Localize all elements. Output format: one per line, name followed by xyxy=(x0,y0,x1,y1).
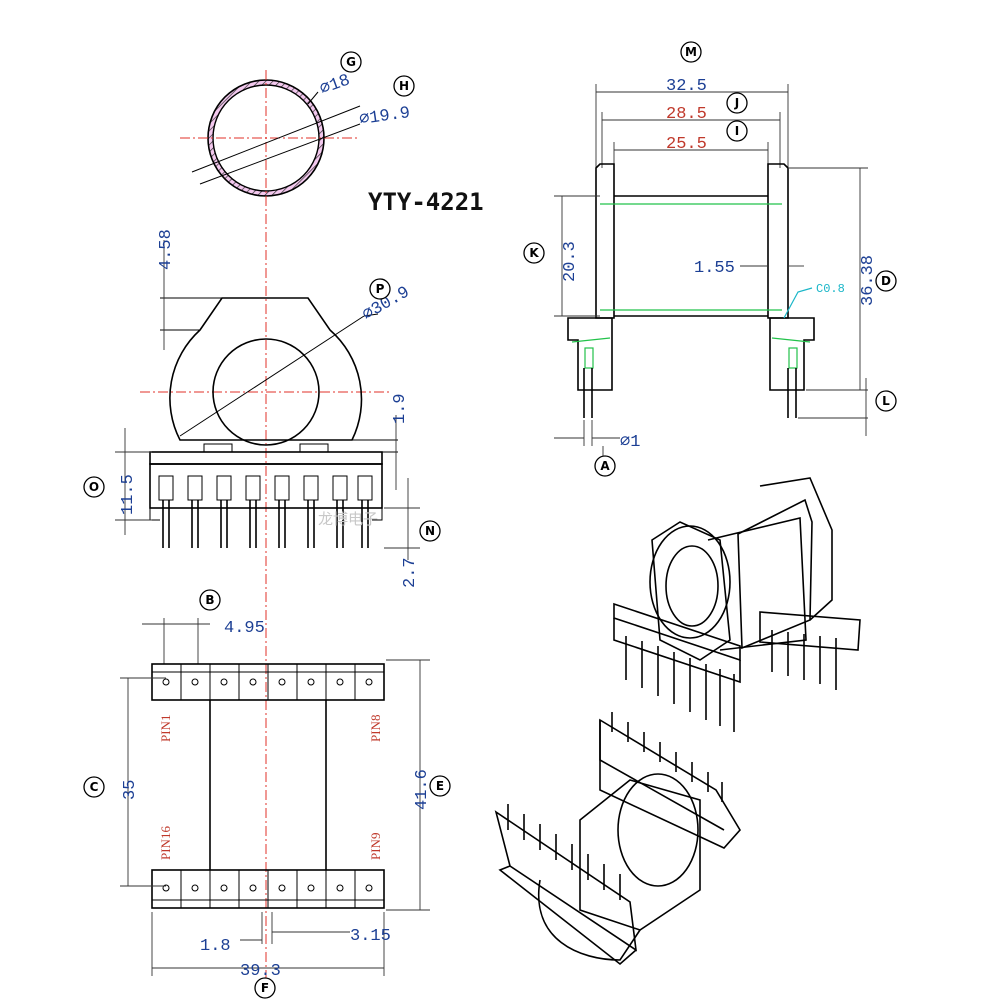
marker-d: D xyxy=(875,270,897,292)
marker-k: K xyxy=(523,242,545,264)
isometric-view-top xyxy=(613,477,861,732)
marker-e: E xyxy=(429,775,451,797)
label-11-5: 11.5 xyxy=(119,474,138,515)
marker-n: N xyxy=(419,520,441,542)
marker-i: I xyxy=(726,120,748,142)
tube-section-view xyxy=(180,70,361,1000)
marker-m: M xyxy=(680,41,702,63)
reference-markers: G H P O N M J I K D L A B C E F xyxy=(83,41,897,999)
svg-text:C: C xyxy=(90,780,99,794)
svg-text:M: M xyxy=(685,45,697,59)
marker-p: P xyxy=(369,278,391,300)
marker-j: J xyxy=(726,92,748,114)
label-2-7: 2.7 xyxy=(401,557,420,588)
svg-text:P: P xyxy=(376,282,385,296)
svg-text:K: K xyxy=(529,246,539,260)
svg-text:D: D xyxy=(881,274,891,288)
label-1-8: 1.8 xyxy=(200,937,231,956)
svg-text:B: B xyxy=(205,593,214,607)
svg-text:H: H xyxy=(399,79,409,93)
marker-l: L xyxy=(875,390,897,412)
label-35: 35 xyxy=(121,780,140,800)
svg-text:A: A xyxy=(600,459,610,473)
front-pin-row xyxy=(158,475,373,548)
marker-b: B xyxy=(199,589,221,611)
svg-text:F: F xyxy=(261,981,269,995)
svg-text:O: O xyxy=(89,480,99,494)
svg-text:G: G xyxy=(346,55,356,69)
svg-text:J: J xyxy=(734,96,739,110)
label-32-5: 32.5 xyxy=(666,77,707,96)
label-c0-8: C0.8 xyxy=(816,282,845,296)
label-36-38: 36.38 xyxy=(859,255,878,306)
svg-text:I: I xyxy=(735,124,739,138)
marker-a: A xyxy=(594,455,616,477)
label-39-3: 39.3 xyxy=(240,962,281,981)
svg-text:E: E xyxy=(436,779,444,793)
marker-g: G xyxy=(340,51,362,73)
label-inner-diameter: ⌀18 xyxy=(318,71,353,99)
marker-o: O xyxy=(83,476,105,498)
top-view xyxy=(120,618,430,976)
marker-c: C xyxy=(83,776,105,798)
front-view xyxy=(115,240,420,560)
svg-text:YTY-4221: YTY-4221 xyxy=(368,188,484,216)
marker-h: H xyxy=(393,75,415,97)
marker-f: F xyxy=(254,977,276,999)
label-3-15: 3.15 xyxy=(350,927,391,946)
label-20-3: 20.3 xyxy=(561,241,580,282)
label-pin8: PIN8 xyxy=(368,715,383,742)
pin-labels: PIN1 PIN8 PIN16 PIN9 xyxy=(158,715,383,860)
label-25-5: 25.5 xyxy=(666,135,707,154)
top-row-pins xyxy=(162,678,373,686)
label-1-9: 1.9 xyxy=(391,393,410,424)
label-4-58: 4.58 xyxy=(157,229,176,270)
svg-text:L: L xyxy=(882,394,890,408)
watermark: 龙博电子 xyxy=(318,510,378,528)
label-1-55: 1.55 xyxy=(694,259,735,278)
label-outer-diameter: ⌀19.9 xyxy=(358,104,411,130)
label-41-6: 41.6 xyxy=(413,769,432,810)
label-28-5: 28.5 xyxy=(666,105,707,124)
isometric-view-bottom xyxy=(494,712,741,966)
label-pin-diameter: ⌀1 xyxy=(620,433,640,452)
title-label: YTY-4221 xyxy=(368,188,484,216)
svg-text:N: N xyxy=(425,524,435,538)
label-4-95: 4.95 xyxy=(224,619,265,638)
label-pin9: PIN9 xyxy=(368,833,383,860)
label-pin1: PIN1 xyxy=(158,715,173,742)
bottom-row-pins xyxy=(162,884,373,892)
side-view xyxy=(554,84,868,462)
label-pin16: PIN16 xyxy=(158,826,173,860)
